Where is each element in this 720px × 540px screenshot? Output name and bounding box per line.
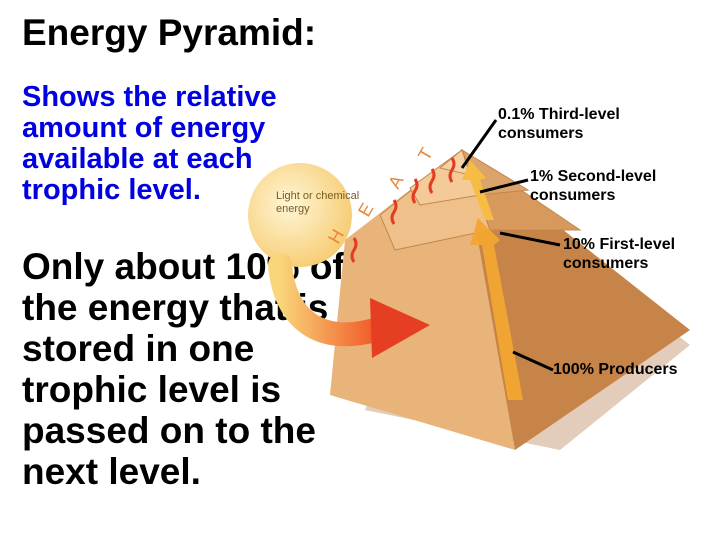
label-producers: 100% Producers <box>553 361 678 378</box>
label-third-level: 0.1% Third-level consumers <box>498 106 620 142</box>
leader-producers <box>512 350 554 372</box>
heat-squiggle-4 <box>428 168 436 194</box>
leader-third <box>460 119 498 169</box>
energy-up-arrow <box>470 218 523 400</box>
sun-circle <box>248 163 352 267</box>
heat-letter-a: A <box>384 172 407 192</box>
label-second-level: 1% Second-level consumers <box>530 168 657 204</box>
light-energy-arrowhead <box>370 298 430 358</box>
label-first-level: 10% First-level consumers <box>563 236 676 272</box>
energy-up-arrow-mid <box>462 160 494 220</box>
leader-first <box>499 231 561 247</box>
heat-letter-t: T <box>414 144 437 164</box>
light-energy-arrow <box>268 253 387 347</box>
page-title: Energy Pyramid: <box>22 12 317 53</box>
heat-squiggle-2 <box>390 199 398 225</box>
heat-squiggle-1 <box>350 237 358 263</box>
sun-label: Light or chemical energy <box>276 190 360 215</box>
heat-squiggle-5 <box>448 157 456 183</box>
leader-second <box>479 178 529 194</box>
subtitle: Shows the relative amount of energy avai… <box>22 81 277 206</box>
heat-squiggle-3 <box>411 178 419 204</box>
